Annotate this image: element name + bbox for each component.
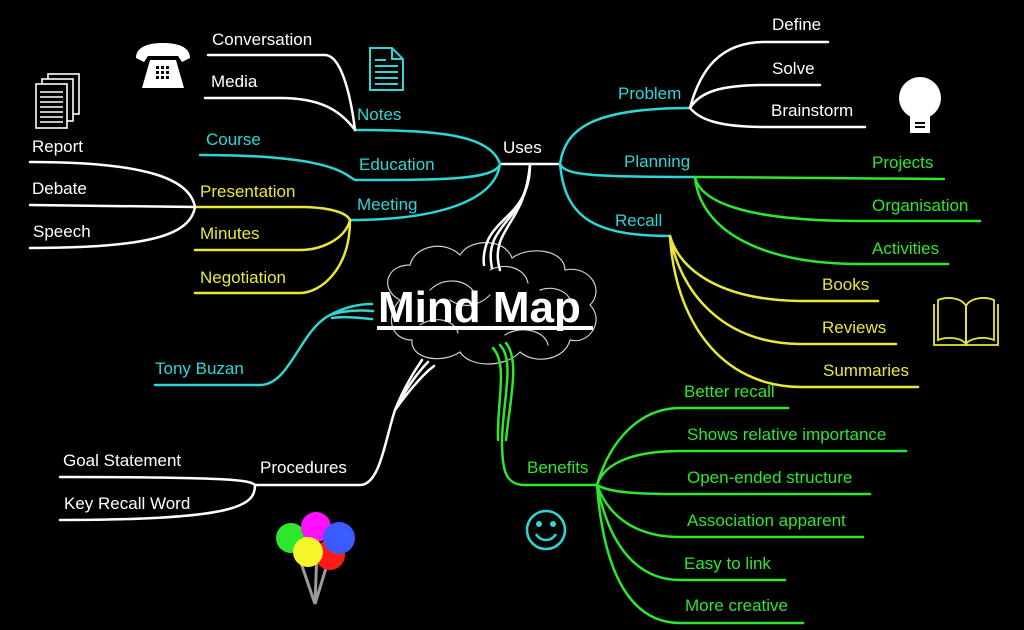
node-uses: Uses [503, 138, 542, 157]
smiley-icon [525, 509, 567, 551]
node-recall: Recall [615, 211, 662, 230]
node-course: Course [206, 130, 261, 149]
meeting-children-lines [193, 205, 352, 295]
open-book-icon [933, 297, 999, 346]
node-shows-relative-importance: Shows relative importance [687, 425, 886, 444]
node-solve: Solve [772, 59, 815, 78]
node-brainstorm: Brainstorm [771, 101, 853, 120]
node-conversation: Conversation [212, 30, 312, 49]
node-minutes: Minutes [200, 224, 260, 243]
lightbulb-icon [899, 77, 941, 133]
node-key-recall-word: Key Recall Word [64, 494, 190, 513]
presentation-children-lines [28, 160, 197, 250]
tony-buzan-lines [153, 302, 375, 387]
node-presentation: Presentation [200, 182, 295, 201]
problem-children-lines [688, 40, 867, 129]
node-planning: Planning [624, 152, 690, 171]
node-report: Report [32, 137, 83, 156]
node-benefits: Benefits [527, 458, 588, 477]
node-better-recall: Better recall [684, 382, 775, 401]
node-projects: Projects [872, 153, 933, 172]
telephone-icon [136, 43, 190, 88]
node-goal-statement: Goal Statement [63, 451, 181, 470]
node-procedures: Procedures [260, 458, 347, 477]
benefits-lines [491, 341, 908, 625]
node-organisation: Organisation [872, 196, 968, 215]
node-easy-to-link: Easy to link [684, 554, 771, 573]
procedures-lines [58, 358, 436, 522]
brain-cloud-icon [387, 242, 597, 365]
node-education: Education [359, 155, 435, 174]
planning-children-lines [693, 175, 982, 266]
node-books: Books [822, 275, 869, 294]
node-meeting: Meeting [357, 195, 417, 214]
mind-map-title: Mind Map [378, 283, 581, 332]
node-reviews: Reviews [822, 318, 886, 337]
uses-right-branches [558, 106, 697, 238]
node-notes: Notes [357, 105, 401, 124]
node-open-ended-structure: Open-ended structure [687, 468, 852, 487]
node-activities: Activities [872, 239, 939, 258]
node-debate: Debate [32, 179, 87, 198]
node-media: Media [211, 72, 258, 91]
title-underline [377, 326, 593, 330]
balloons-icon [276, 512, 355, 605]
node-problem: Problem [618, 84, 681, 103]
trunk-uses [482, 162, 532, 272]
node-association-apparent: Association apparent [687, 511, 846, 530]
node-more-creative: More creative [685, 596, 788, 615]
node-summaries: Summaries [823, 361, 909, 380]
recall-children-lines [668, 234, 920, 389]
node-define: Define [772, 15, 821, 34]
node-negotiation: Negotiation [200, 268, 286, 287]
node-speech: Speech [33, 222, 91, 241]
notes-children-lines [203, 53, 357, 132]
documents-stack-icon [35, 73, 80, 129]
uses-left-branches [198, 128, 502, 222]
node-tony-buzan: Tony Buzan [155, 359, 244, 378]
document-icon [369, 47, 404, 91]
